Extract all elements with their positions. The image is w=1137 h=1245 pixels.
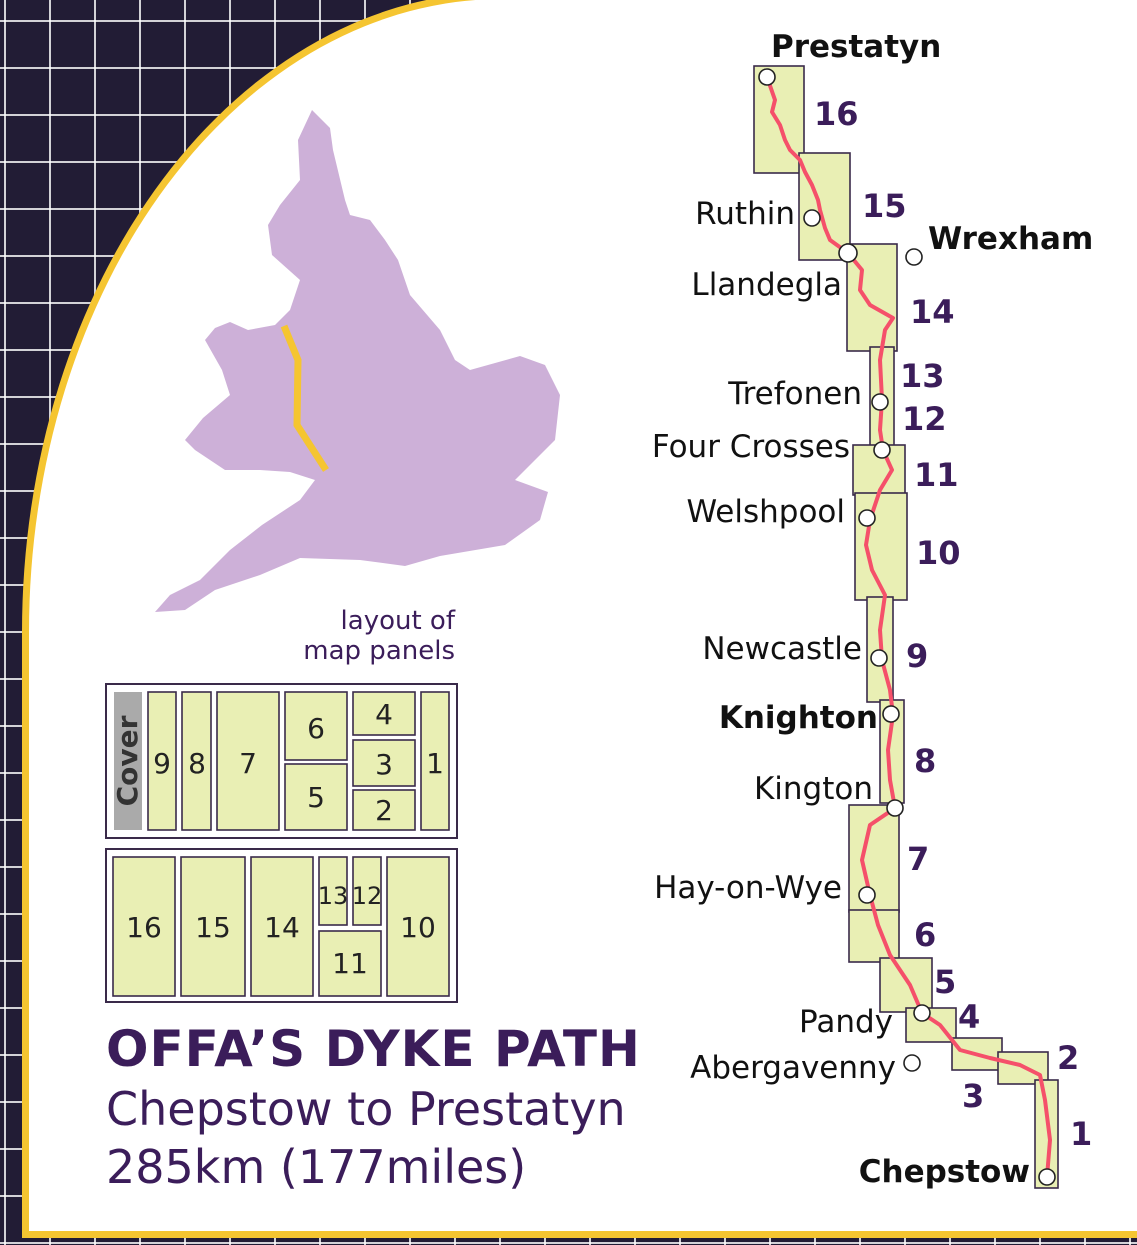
cover-panel [114,692,142,830]
panel-number: 3 [962,1077,984,1115]
layout-caption-line1: layout of [340,606,455,636]
layout-sheet-1: Cover 9 8 7 6 5 4 3 2 1 [105,683,458,839]
town-label-welshpool: Welshpool [686,494,845,530]
town-label-wrexham: Wrexham [928,221,1093,257]
route-panels [753,65,1059,1189]
panel-number: 12 [902,400,947,438]
town-label-knighton: Knighton [719,700,878,736]
town-marker-pandy [913,1004,931,1022]
town-label-llandegla: Llandegla [691,267,842,303]
panel-number: 8 [914,742,936,780]
layout-panel-label: 3 [375,748,393,781]
town-labels: Prestatyn Ruthin Wrexham Llandegla Trefo… [652,29,1093,1190]
town-label-abergavenny: Abergavenny [690,1050,896,1086]
layout-panel-label: 6 [307,712,325,745]
panel-number: 2 [1057,1039,1079,1077]
layout-panel-label: 4 [375,698,393,731]
panel-number: 5 [934,963,956,1001]
town-marker-prestatyn [758,68,776,86]
town-markers [758,68,1056,1186]
panel-number: 6 [914,916,936,954]
town-marker-hay-on-wye [858,886,876,904]
panel-number: 4 [958,998,980,1036]
town-label-trefonen: Trefonen [727,376,862,412]
layout-caption-line2: map panels [303,636,455,666]
layout-panel-label: 12 [352,882,383,910]
overview-route [280,324,329,472]
town-marker-knighton [882,705,900,723]
layout-panel-label: 10 [400,911,436,944]
panel-number: 15 [862,187,907,225]
panel-number: 1 [1070,1115,1092,1153]
panel-number: 16 [814,95,859,133]
layout-panel-label: 2 [375,794,393,827]
distance: 285km (177miles) [106,1140,527,1194]
page-title: OFFA’S DYKE PATH [106,1020,641,1078]
town-label-ruthin: Ruthin [695,196,795,232]
town-label-newcastle: Newcastle [702,631,862,667]
town-marker-newcastle [870,649,888,667]
town-marker-abergavenny [903,1054,921,1072]
layout-panel-label: 14 [264,911,300,944]
panel-number: 14 [910,293,955,331]
town-marker-llandegla [838,243,858,263]
town-label-hay-on-wye: Hay-on-Wye [654,870,842,906]
layout-panel-label: 11 [332,947,368,980]
layout-panel-label: 8 [188,747,206,780]
route-panel-5 [879,957,933,1013]
town-marker-chepstow [1038,1168,1056,1186]
layout-panel-label: 16 [126,911,162,944]
town-label-pandy: Pandy [799,1004,893,1040]
town-marker-welshpool [858,509,876,527]
town-label-prestatyn: Prestatyn [771,29,941,65]
england-wales-outline [155,110,560,612]
panel-number: 10 [916,534,961,572]
layout-panel-label: 15 [195,911,231,944]
route-panel-numbers: 16 15 14 13 12 11 10 9 8 7 6 5 4 3 2 1 [814,95,1092,1153]
town-label-chepstow: Chepstow [859,1154,1030,1190]
layout-panel-label: 1 [426,747,444,780]
layout-panel-label: 9 [153,747,171,780]
panel-number: 13 [900,357,945,395]
route-panel-15 [798,152,851,261]
town-marker-four-crosses [873,441,891,459]
layout-panel-label: 7 [239,747,257,780]
layout-panel-label: 13 [318,882,349,910]
town-marker-trefonen [871,393,889,411]
route-panel-1 [1034,1079,1059,1189]
layout-panel-label: 5 [307,781,325,814]
town-marker-ruthin [803,209,821,227]
panel-number: 7 [907,840,929,878]
layout-sheet-2: 16 15 14 13 12 11 10 [105,848,458,1003]
town-label-four-crosses: Four Crosses [652,429,850,465]
town-marker-wrexham [905,248,923,266]
subtitle: Chepstow to Prestatyn [106,1082,626,1136]
town-marker-kington [886,799,904,817]
cover-label: Cover [111,715,144,806]
panel-number: 11 [914,456,959,494]
panel-number: 9 [906,637,928,675]
town-label-kington: Kington [754,771,873,807]
